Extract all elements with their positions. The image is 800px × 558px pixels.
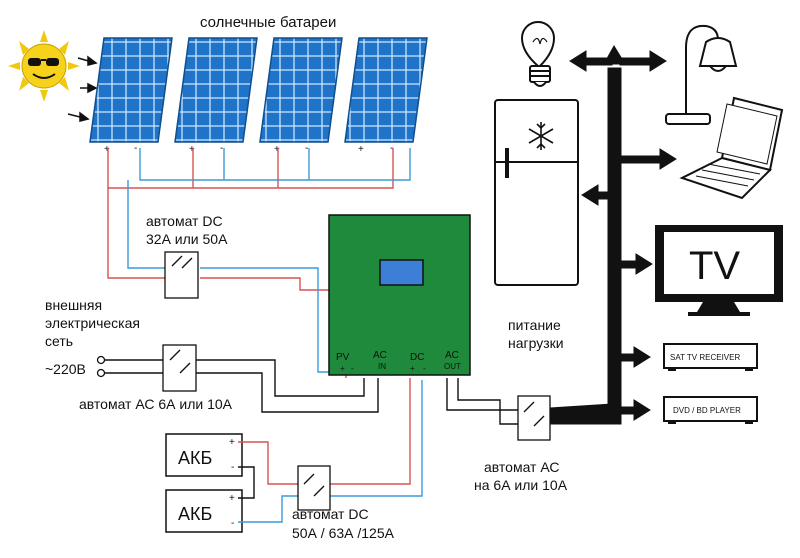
grid-label-2: электрическая: [45, 315, 140, 331]
battery-2: [165, 489, 243, 533]
tv-label: TV: [689, 244, 740, 288]
dc-breaker-pv-label-2: 32А или 50А: [146, 231, 228, 247]
solar-panel-1: [89, 37, 173, 143]
inverter-ac-in-sub: IN: [378, 362, 386, 371]
sun-ray-arrows: [67, 55, 98, 122]
solar-panel-2: [174, 37, 258, 143]
grid-label: внешняя электрическая сеть ~220В: [45, 297, 140, 377]
sat-receiver-label: SAT TV RECEIVER: [670, 353, 740, 362]
battery-1-label: АКБ: [178, 448, 212, 468]
sat-receiver: [663, 343, 758, 371]
ac-breaker-input-label: автомат АС 6А или 10А: [79, 396, 233, 412]
desk-lamp-icon: [665, 24, 738, 125]
inverter-display: [379, 259, 424, 286]
dc-breaker-pv: [164, 251, 199, 299]
dc-breaker-battery-label-2: 50А / 63А /125А: [292, 525, 395, 541]
laptop-icon: [679, 96, 784, 200]
panel-3-minus: -: [305, 143, 308, 154]
panels-title: солнечные батареи: [200, 14, 336, 31]
ac-breaker-output: [517, 395, 551, 441]
dc-breaker-battery-label-1: автомат DC: [292, 506, 369, 522]
battery-1-minus: -: [231, 462, 234, 473]
sun-icon: [8, 30, 80, 102]
bulb-icon: [520, 21, 556, 87]
ac-breaker-input: [162, 344, 197, 392]
panel-3-plus: +: [274, 144, 280, 155]
load-bus: [549, 45, 677, 425]
grid-terminals: [96, 355, 106, 378]
panel-2-plus: +: [189, 144, 195, 155]
dc-breaker-battery: [297, 465, 331, 511]
grid-label-1: внешняя: [45, 297, 102, 313]
panel-1-minus: -: [134, 143, 137, 154]
battery-2-minus: -: [231, 518, 234, 529]
grid-label-3: сеть: [45, 333, 73, 349]
dvd-player: [663, 396, 758, 424]
battery-1: [165, 433, 243, 477]
ac-breaker-output-label-2: на 6А или 10А: [474, 477, 568, 493]
battery-2-label: АКБ: [178, 504, 212, 524]
battery-2-plus: +: [229, 493, 235, 504]
inverter-dc-label: DC: [410, 352, 424, 363]
inverter-dc-minus: -: [423, 364, 426, 373]
panel-4-minus: -: [390, 143, 393, 154]
inverter-dc-plus: +: [410, 364, 415, 373]
solar-panel-3: [259, 37, 343, 143]
panel-4-plus: +: [358, 144, 364, 155]
battery-wiring: [238, 378, 423, 523]
panel-2-minus: -: [220, 143, 223, 154]
grid-ac-wire: [105, 359, 379, 413]
load-label-1: питание: [508, 317, 561, 333]
inverter-pv-minus: -: [351, 364, 354, 373]
battery-1-plus: +: [229, 437, 235, 448]
fridge-icon: [494, 99, 579, 286]
inverter-ac-in-label: AC: [373, 350, 387, 361]
inverter-pv-plus: +: [340, 364, 345, 373]
dc-breaker-pv-label-1: автомат DC: [146, 213, 223, 229]
ac-breaker-output-label-1: автомат АС: [484, 459, 560, 475]
snowflake-icon: [528, 122, 554, 150]
dvd-player-label: DVD / BD PLAYER: [673, 406, 741, 415]
panel-1-plus: +: [104, 144, 110, 155]
hybrid-inverter: [328, 214, 471, 376]
inverter-pv-label: PV: [336, 352, 350, 363]
load-label-2: нагрузки: [508, 335, 564, 351]
inverter-ac-out-label: AC: [445, 350, 459, 361]
grid-label-4: ~220В: [45, 361, 86, 377]
ac-output-wire: [446, 378, 518, 425]
inverter-ac-out-sub: OUT: [444, 362, 461, 371]
tv-icon: [655, 225, 783, 316]
solar-panel-4: [344, 37, 428, 143]
